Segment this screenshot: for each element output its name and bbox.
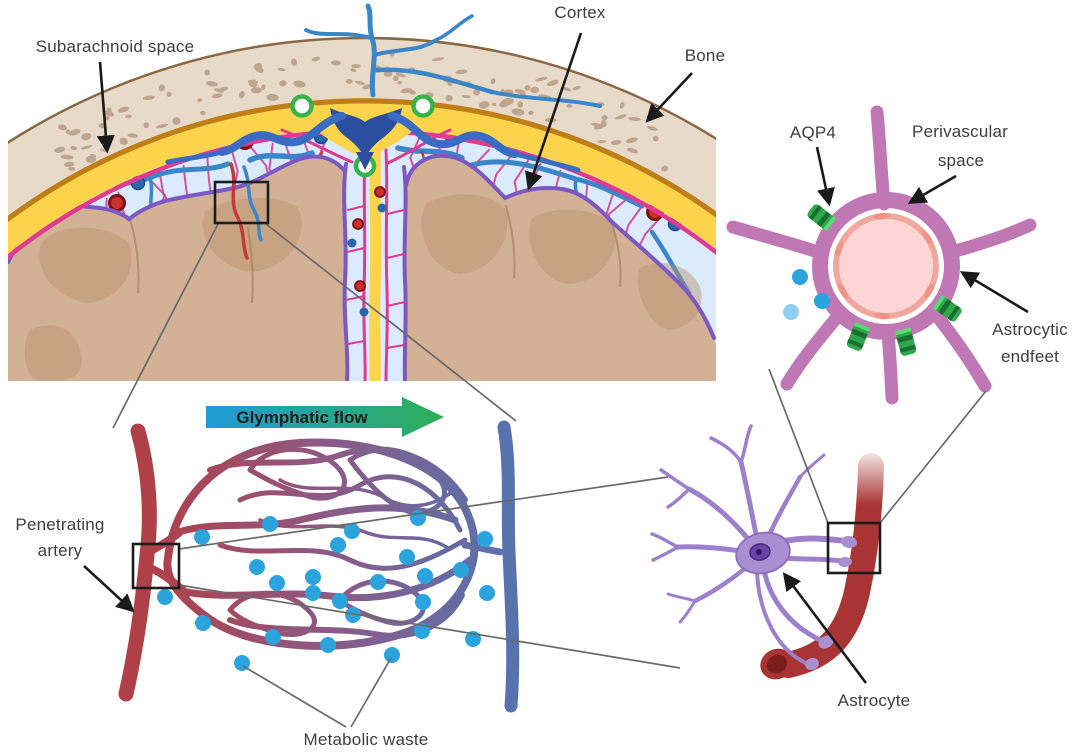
astrocytic-endfeet-label-line1: Astrocytic bbox=[992, 320, 1068, 339]
bone-layer bbox=[8, 38, 716, 219]
penetrating-artery-arrow bbox=[83, 565, 135, 613]
zoom-box-cortex bbox=[213, 180, 270, 225]
astrocyte-endfeet-pads bbox=[805, 535, 857, 671]
metabolic-waste-dots bbox=[157, 510, 495, 671]
subarachnoid-space-label: Subarachnoid space bbox=[36, 37, 195, 56]
perivascular-space-arrow bbox=[907, 174, 957, 204]
cortex-label: Cortex bbox=[554, 3, 606, 22]
astrocyte-blood-vessel bbox=[775, 453, 884, 678]
aqp4-arrow bbox=[815, 146, 835, 207]
perivascular-space-label-line2: space bbox=[938, 151, 984, 170]
perivascular-space-label-line1: Perivascular bbox=[912, 122, 1008, 141]
zoom-box-artery bbox=[131, 542, 181, 590]
penetrating-artery-label-line2: artery bbox=[38, 541, 83, 560]
falx-connectors bbox=[345, 205, 406, 349]
vein-vessel bbox=[497, 420, 520, 713]
endfeet-ring bbox=[812, 192, 960, 340]
astrocyte-label: Astrocyte bbox=[838, 691, 911, 710]
green-vessel-ring bbox=[290, 94, 314, 118]
sagittal-sinus bbox=[330, 108, 402, 158]
endothelial-nuclei bbox=[834, 212, 934, 320]
cortex-shape bbox=[8, 153, 716, 381]
astrocyte-arrow bbox=[782, 572, 868, 684]
falx-interhemispheric-fissure bbox=[342, 147, 408, 381]
aqp4-label: AQP4 bbox=[790, 123, 836, 142]
csf-solute-dot bbox=[814, 293, 830, 309]
penetrating-artery-label-line1: Penetrating bbox=[15, 515, 104, 534]
vessel-lumen bbox=[833, 213, 939, 319]
capillary-bed-panel: Glymphatic flow bbox=[118, 397, 520, 713]
zoom-box-endfeet bbox=[826, 521, 882, 575]
bone-arrow bbox=[645, 72, 693, 123]
penetrating-artery-vessel bbox=[118, 423, 157, 702]
annotations: Subarachnoid space Cortex Bone AQP4 Peri… bbox=[15, 3, 1068, 749]
glymphatic-flow-arrow: Glymphatic flow bbox=[206, 397, 444, 437]
zoom-boxes-and-leader-lines bbox=[112, 180, 987, 728]
meninges-cross-section-panel bbox=[8, 3, 716, 381]
cortex-arrow bbox=[525, 32, 583, 191]
vessel-opening bbox=[760, 648, 794, 680]
green-vessel-ring bbox=[411, 94, 435, 118]
capillary-network bbox=[145, 438, 504, 650]
subarachnoid-space-arrow bbox=[96, 61, 115, 154]
perivascular-cross-section-panel bbox=[726, 105, 1037, 405]
astrocytic-endfeet-label-line2: endfeet bbox=[1001, 347, 1059, 366]
astrocytic-endfeet-arrow bbox=[959, 271, 1029, 314]
scalp-vessel-tree bbox=[304, 3, 602, 108]
superior-sagittal-sinus-region bbox=[165, 100, 581, 173]
astrocyte-nucleolus bbox=[756, 549, 762, 555]
csf-solute-dot bbox=[783, 304, 799, 320]
aqp4-channels bbox=[807, 204, 962, 356]
bone-label: Bone bbox=[685, 46, 726, 65]
csf-solute-dot bbox=[792, 269, 808, 285]
glymphatic-flow-label: Glymphatic flow bbox=[236, 408, 368, 427]
metabolic-waste-label: Metabolic waste bbox=[304, 730, 429, 749]
astrocyte-panel bbox=[650, 424, 884, 680]
